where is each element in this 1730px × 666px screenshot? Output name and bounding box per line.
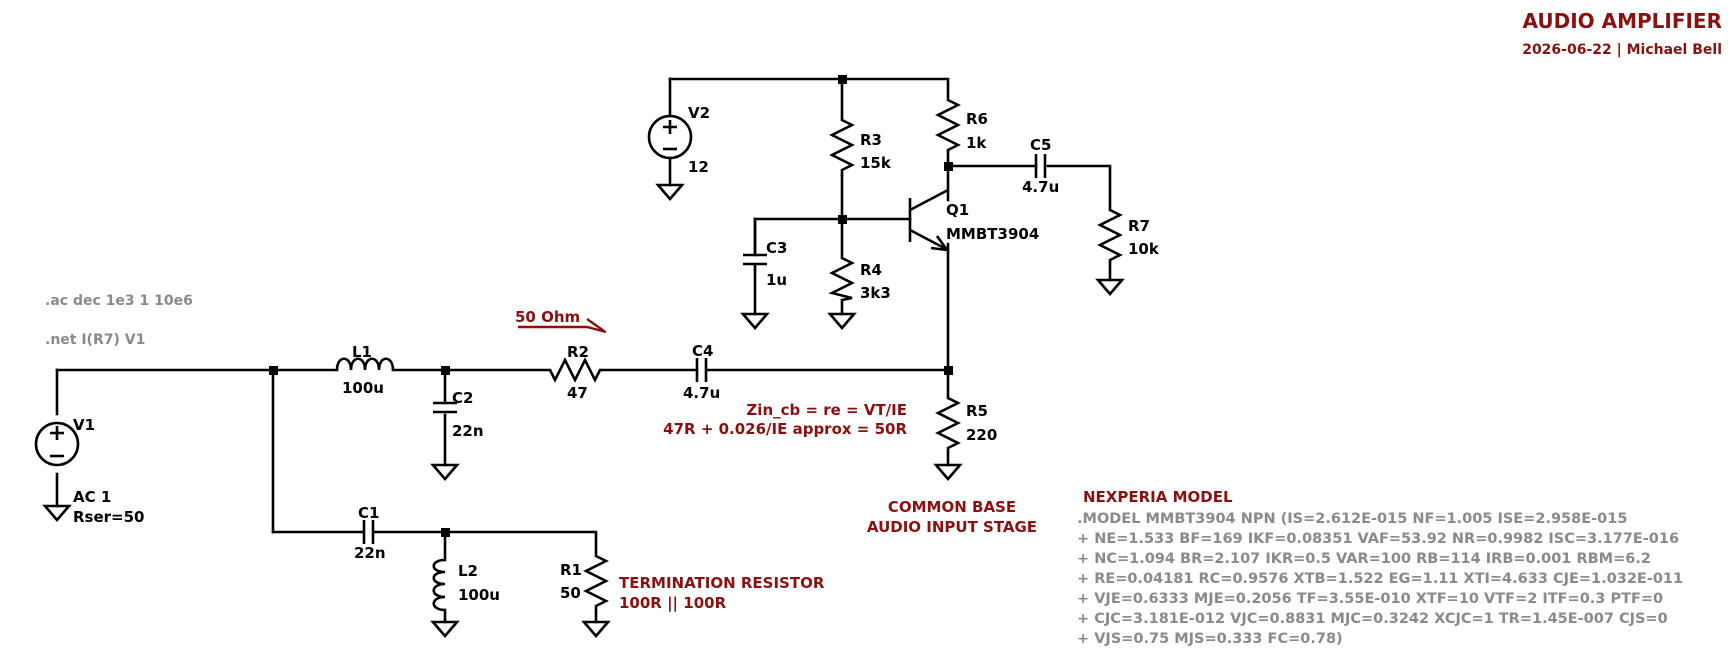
junctions — [269, 75, 953, 537]
ohm-marker-underline — [518, 325, 607, 334]
ac-directive[interactable]: .ac dec 1e3 1 10e6 — [45, 293, 193, 309]
capacitor-c5[interactable] — [1034, 154, 1047, 178]
c4-value: 4.7u — [683, 384, 720, 402]
resistor-r3[interactable] — [829, 118, 855, 176]
stage-note-line1: COMMON BASE — [888, 498, 1016, 516]
capacitor-c1[interactable] — [362, 520, 375, 544]
resistor-r5[interactable] — [935, 396, 961, 453]
ground-v2 — [655, 183, 685, 201]
emitter-arrow-icon — [930, 235, 950, 252]
r7-name: R7 — [1128, 217, 1150, 235]
c1-value: 22n — [354, 544, 386, 562]
v2-value: 12 — [688, 158, 709, 176]
ground-r1 — [581, 620, 611, 638]
model-line: .MODEL MMBT3904 NPN (IS=2.612E-015 NF=1.… — [1077, 511, 1627, 527]
resistor-r2[interactable] — [548, 357, 602, 383]
transistor-q1[interactable] — [908, 188, 950, 252]
q1-model: MMBT3904 — [946, 225, 1039, 243]
r6-name: R6 — [966, 110, 988, 128]
model-line: + CJC=3.181E-012 VJC=0.8831 MJC=0.3242 X… — [1077, 611, 1668, 627]
l2-name: L2 — [458, 562, 478, 580]
net-directive[interactable]: .net I(R7) V1 — [45, 332, 145, 348]
voltage-source-v2[interactable] — [647, 114, 693, 160]
ground-r7 — [1095, 278, 1125, 296]
zin-note-line2: 47R + 0.026/IE approx = 50R — [663, 420, 907, 438]
model-line: + NC=1.094 BR=2.107 IKR=0.5 VAR=100 RB=1… — [1077, 551, 1651, 567]
capacitor-c2[interactable] — [433, 401, 457, 414]
r1-name: R1 — [560, 561, 582, 579]
l2-value: 100u — [458, 586, 500, 604]
v1-rser: Rser=50 — [73, 508, 145, 526]
model-line: + VJE=0.6333 MJE=0.2056 TF=3.55E-010 XTF… — [1077, 591, 1663, 607]
stage-note-line2: AUDIO INPUT STAGE — [867, 518, 1037, 536]
resistor-r6[interactable] — [935, 98, 961, 152]
c2-name: C2 — [452, 389, 473, 407]
r6-value: 1k — [966, 134, 987, 152]
v2-name: V2 — [688, 104, 710, 122]
capacitor-c4[interactable] — [695, 358, 708, 382]
r2-name: R2 — [567, 343, 589, 361]
ground-symbols — [42, 183, 1125, 638]
resistor-r4[interactable] — [828, 256, 855, 302]
c5-name: C5 — [1030, 136, 1051, 154]
r3-name: R3 — [860, 131, 882, 149]
c1-name: C1 — [358, 504, 379, 522]
c5-value: 4.7u — [1022, 178, 1059, 196]
r2-value: 47 — [567, 384, 588, 402]
inductor-l2[interactable] — [432, 558, 446, 612]
plus-icon — [663, 120, 677, 134]
r5-value: 220 — [966, 426, 997, 444]
ohm-marker-label: 50 Ohm — [515, 308, 580, 326]
r3-value: 15k — [860, 154, 892, 172]
r4-value: 3k3 — [860, 284, 891, 302]
r4-name: R4 — [860, 261, 882, 279]
r5-name: R5 — [966, 402, 988, 420]
c2-value: 22n — [452, 422, 484, 440]
zin-note-line1: Zin_cb = re = VT/IE — [746, 401, 907, 419]
ohm-marker-tick — [586, 318, 605, 332]
c3-value: 1u — [766, 271, 787, 289]
model-line: + VJS=0.75 MJS=0.333 FC=0.78) — [1077, 631, 1343, 647]
ground-c2 — [430, 463, 460, 481]
termination-note-line1: TERMINATION RESISTOR — [619, 574, 825, 592]
c3-name: C3 — [766, 239, 787, 257]
ground-r4 — [827, 312, 857, 330]
inductor-l1[interactable] — [335, 357, 395, 371]
v1-name: V1 — [73, 416, 95, 434]
c4-name: C4 — [692, 342, 713, 360]
termination-note-line2: 100R || 100R — [619, 594, 727, 613]
r1-value: 50 — [560, 584, 581, 602]
schematic-author-date: 2026-06-22 | Michael Bell — [1522, 42, 1722, 58]
ground-r5 — [933, 463, 963, 481]
l1-value: 100u — [342, 379, 384, 397]
model-directive[interactable]: .MODEL MMBT3904 NPN (IS=2.612E-015 NF=1.… — [1077, 511, 1683, 647]
v1-value: AC 1 — [73, 488, 111, 506]
ground-c3 — [740, 312, 770, 330]
model-line: + RE=0.04181 RC=0.9576 XTB=1.522 EG=1.11… — [1077, 571, 1683, 587]
schematic-title: AUDIO AMPLIFIER — [1522, 9, 1722, 33]
l1-name: L1 — [352, 343, 372, 361]
q1-name: Q1 — [946, 201, 969, 219]
model-line: + NE=1.533 BF=169 IKF=0.08351 VAF=53.92 … — [1077, 531, 1679, 547]
voltage-source-v1[interactable] — [34, 421, 80, 467]
model-heading: NEXPERIA MODEL — [1083, 488, 1233, 506]
r7-value: 10k — [1128, 240, 1160, 258]
resistor-r7[interactable] — [1097, 208, 1123, 262]
resistor-r1[interactable] — [583, 554, 609, 612]
capacitor-c3[interactable] — [743, 219, 767, 270]
ground-v1 — [42, 504, 72, 522]
plus-icon — [50, 426, 64, 440]
ground-l2 — [430, 620, 460, 638]
